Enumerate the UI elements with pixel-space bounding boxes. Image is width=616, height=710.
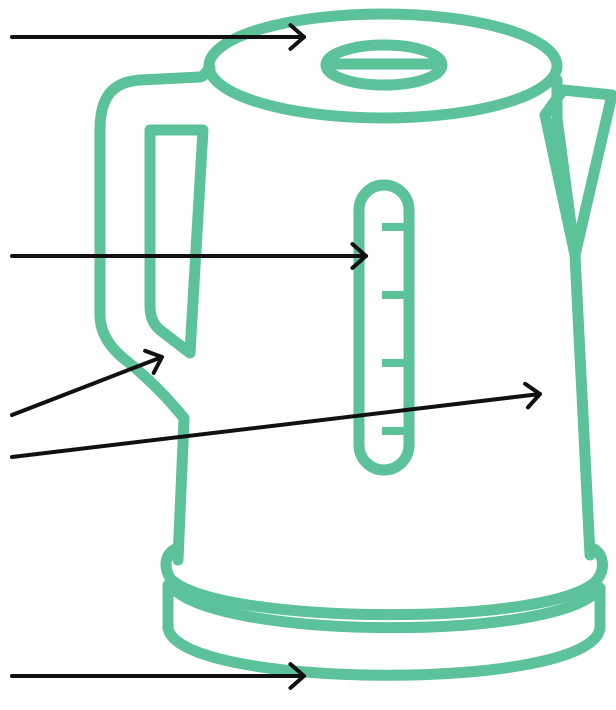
- pointer-line: [12, 357, 162, 415]
- water-gauge-pointer: [12, 244, 366, 268]
- body-pointer: [12, 384, 540, 457]
- kettle: [100, 14, 612, 675]
- handle-pointer: [12, 351, 162, 415]
- body-left-wall: [178, 420, 184, 560]
- handle-grip: [150, 130, 203, 353]
- body-right-wall: [557, 80, 590, 555]
- pointer-line: [12, 394, 540, 457]
- base-top-rim: [166, 547, 602, 615]
- pointer-arrows: [12, 25, 540, 688]
